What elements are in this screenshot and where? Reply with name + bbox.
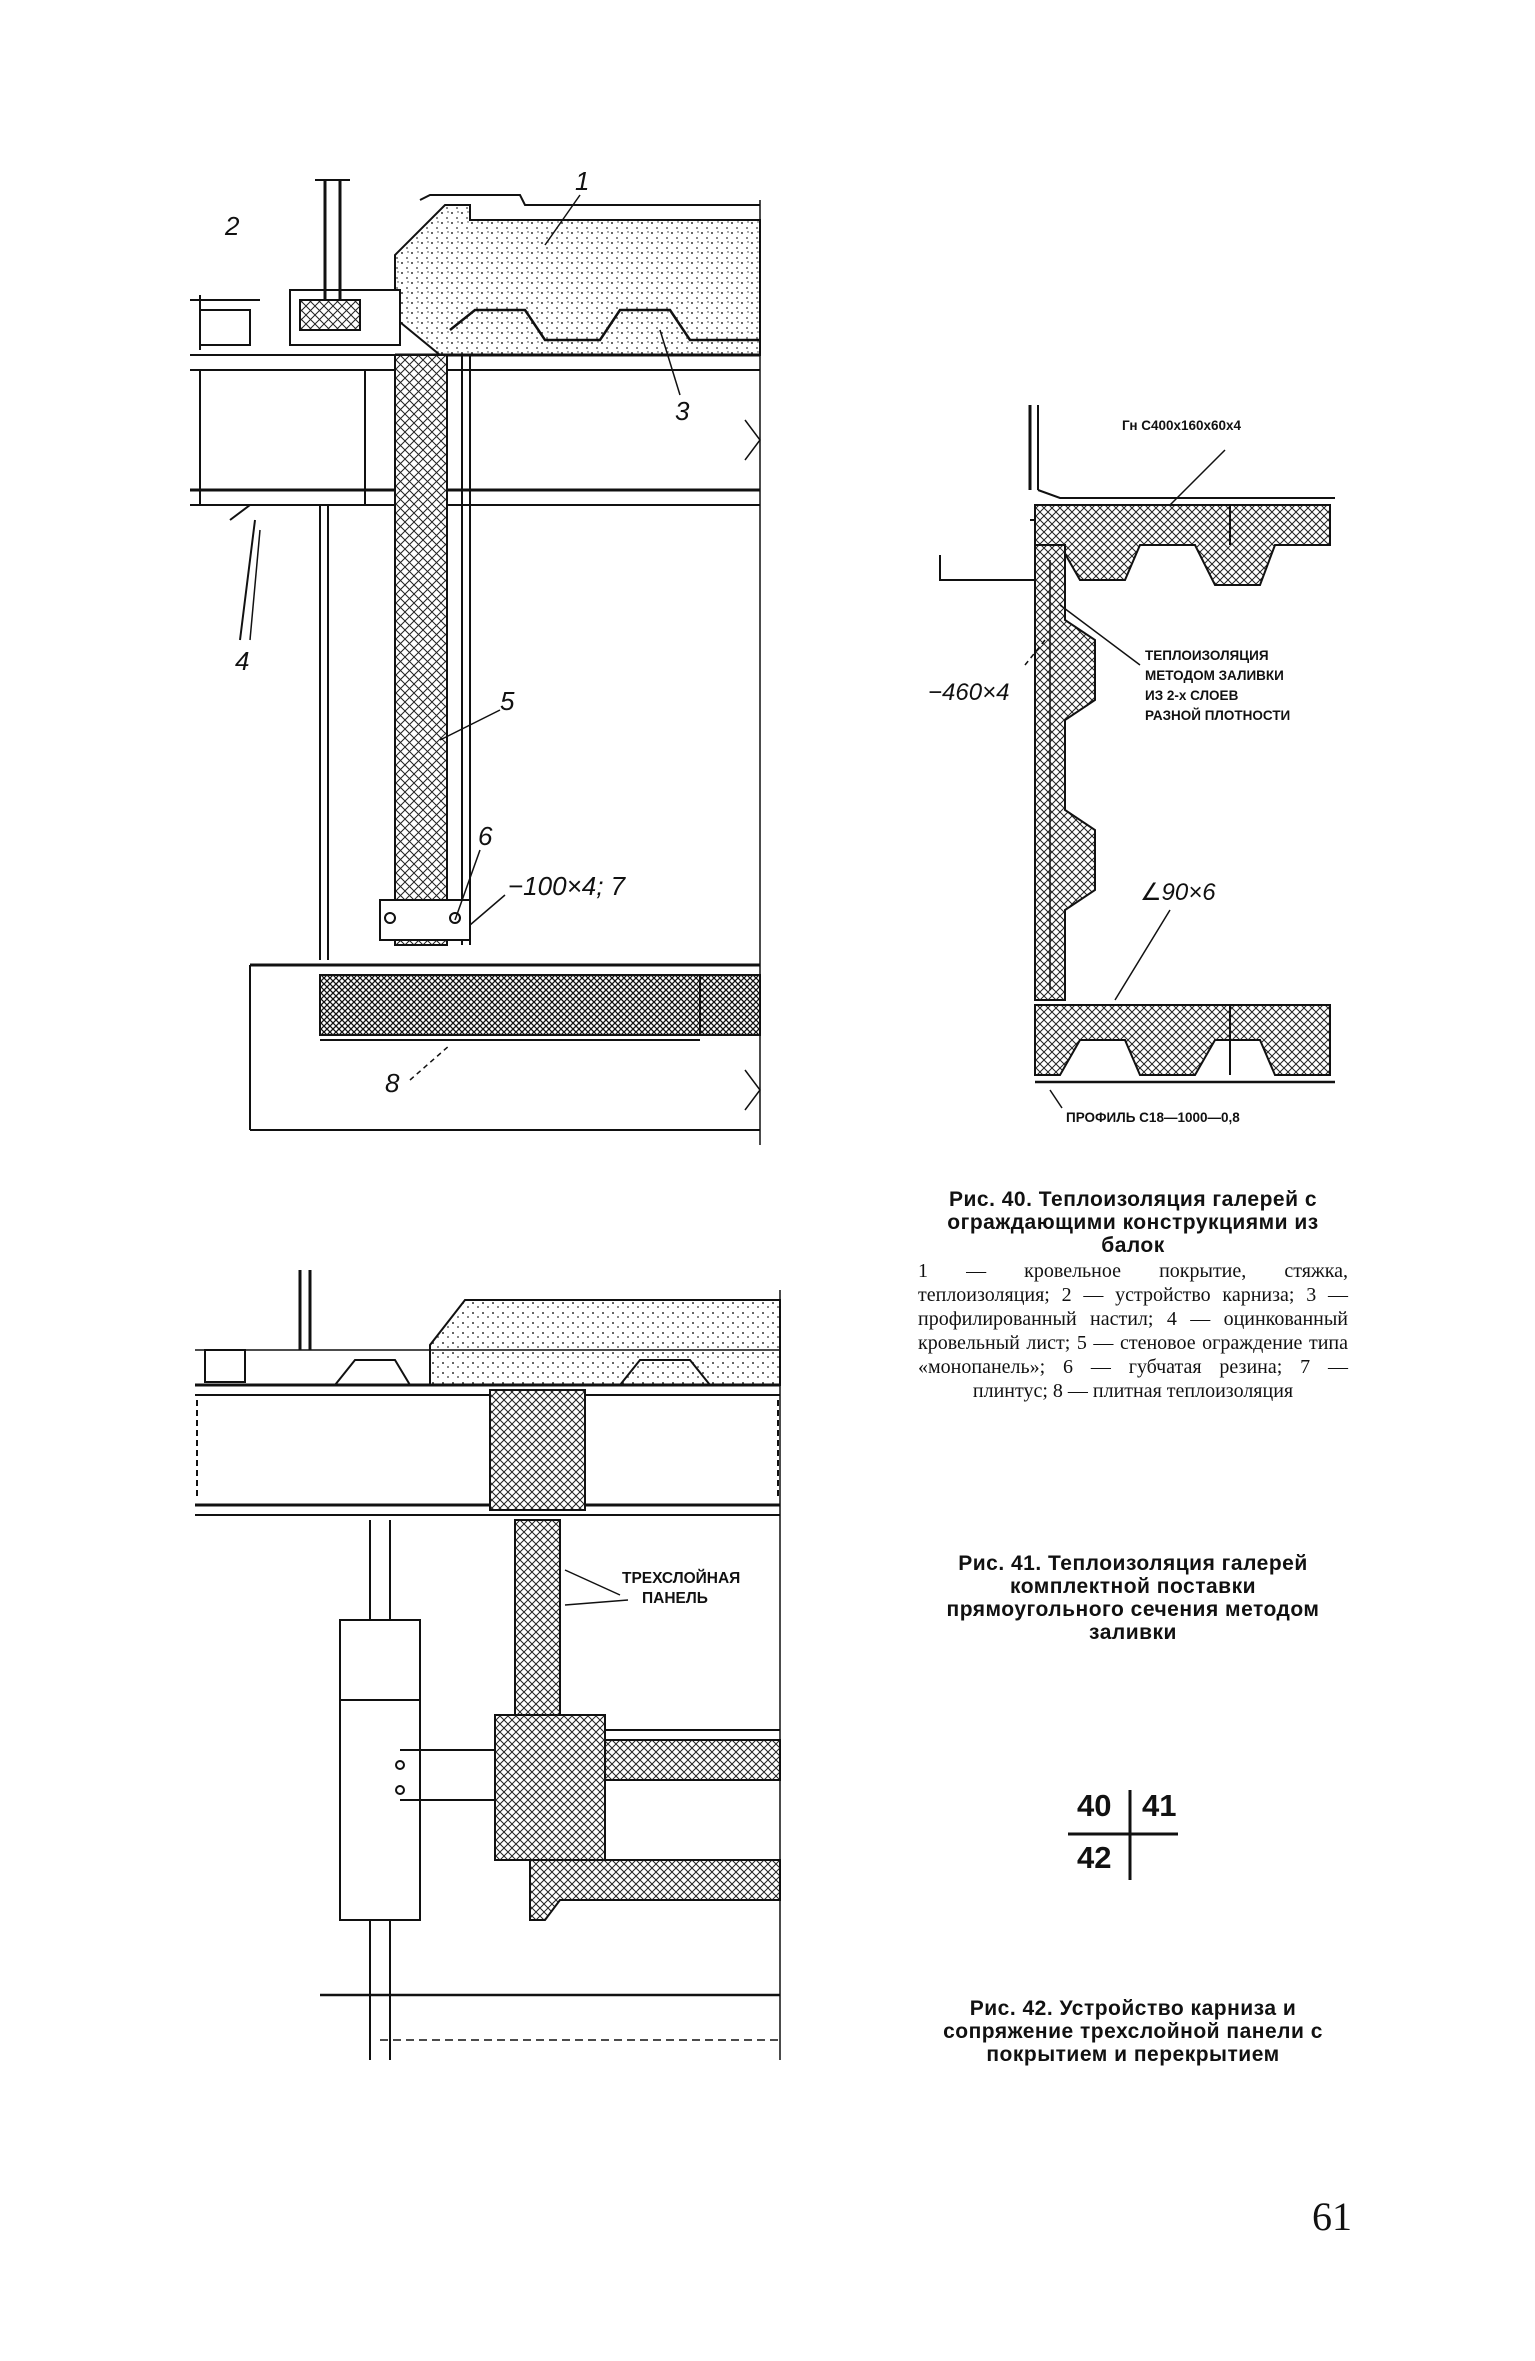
fig41-label-beam: Гн С400х160х60х4: [1122, 418, 1242, 433]
fig40-title: Рис. 40. Теплоизоляция галерей с огражда…: [947, 1188, 1319, 1257]
fig41-label-angle: ∠90×6: [1140, 879, 1216, 906]
fig40-label-1: 1: [575, 166, 589, 196]
fig41-label-insulation-2: МЕТОДОМ ЗАЛИВКИ: [1145, 668, 1284, 683]
fig42-label-panel-1: ТРЕХСЛОЙНАЯ: [622, 1569, 740, 1587]
fig40-label-7: −100×4; 7: [508, 871, 627, 901]
page-number: 61: [1312, 2194, 1352, 2239]
figure-index-40: 40: [1077, 1788, 1112, 1823]
fig40-legend: 1 — кровельное покрытие, стяжка, теплоиз…: [918, 1260, 1348, 1402]
fig41-label-profile: ПРОФИЛЬ С18—1000—0,8: [1066, 1110, 1240, 1125]
fig42-title: Рис. 42. Устройство карниза и сопряжение…: [943, 1997, 1323, 2066]
fig41-label-insulation-3: ИЗ 2-х СЛОЕВ: [1145, 688, 1239, 703]
fig40-label-5: 5: [500, 686, 515, 716]
figure-index-41: 41: [1142, 1788, 1177, 1823]
fig40-label-2: 2: [224, 211, 240, 241]
fig40-caption: Рис. 40. Теплоизоляция галерей с огражда…: [918, 1188, 1348, 1403]
fig41-caption: Рис. 41. Теплоизоляция галерей комплектн…: [918, 1552, 1348, 1644]
fig40-label-8: 8: [385, 1068, 400, 1098]
fig41-label-insulation-4: РАЗНОЙ ПЛОТНОСТИ: [1145, 708, 1290, 723]
fig40-label-4: 4: [235, 646, 249, 676]
figure-40-drawing: 1 2 3 4 5 6 −100×4; 7 8: [190, 166, 761, 1145]
fig40-label-3: 3: [675, 396, 690, 426]
figure-41-drawing: Гн С400х160х60х4 ТЕПЛОИЗОЛЯЦИЯ МЕТОДОМ З…: [928, 405, 1335, 1125]
fig41-title: Рис. 41. Теплоизоляция галерей комплектн…: [946, 1552, 1320, 1644]
figure-index-divider: [1068, 1790, 1178, 1880]
figure-42-drawing: ТРЕХСЛОЙНАЯ ПАНЕЛЬ: [195, 1270, 781, 2060]
figure-index-42: 42: [1077, 1840, 1112, 1875]
fig41-label-plate: −460×4: [928, 679, 1009, 706]
fig42-label-panel-2: ПАНЕЛЬ: [642, 1590, 708, 1607]
fig41-label-insulation-1: ТЕПЛОИЗОЛЯЦИЯ: [1145, 648, 1269, 663]
fig40-label-6: 6: [478, 821, 493, 851]
fig42-caption: Рис. 42. Устройство карниза и сопряжение…: [918, 1997, 1348, 2066]
